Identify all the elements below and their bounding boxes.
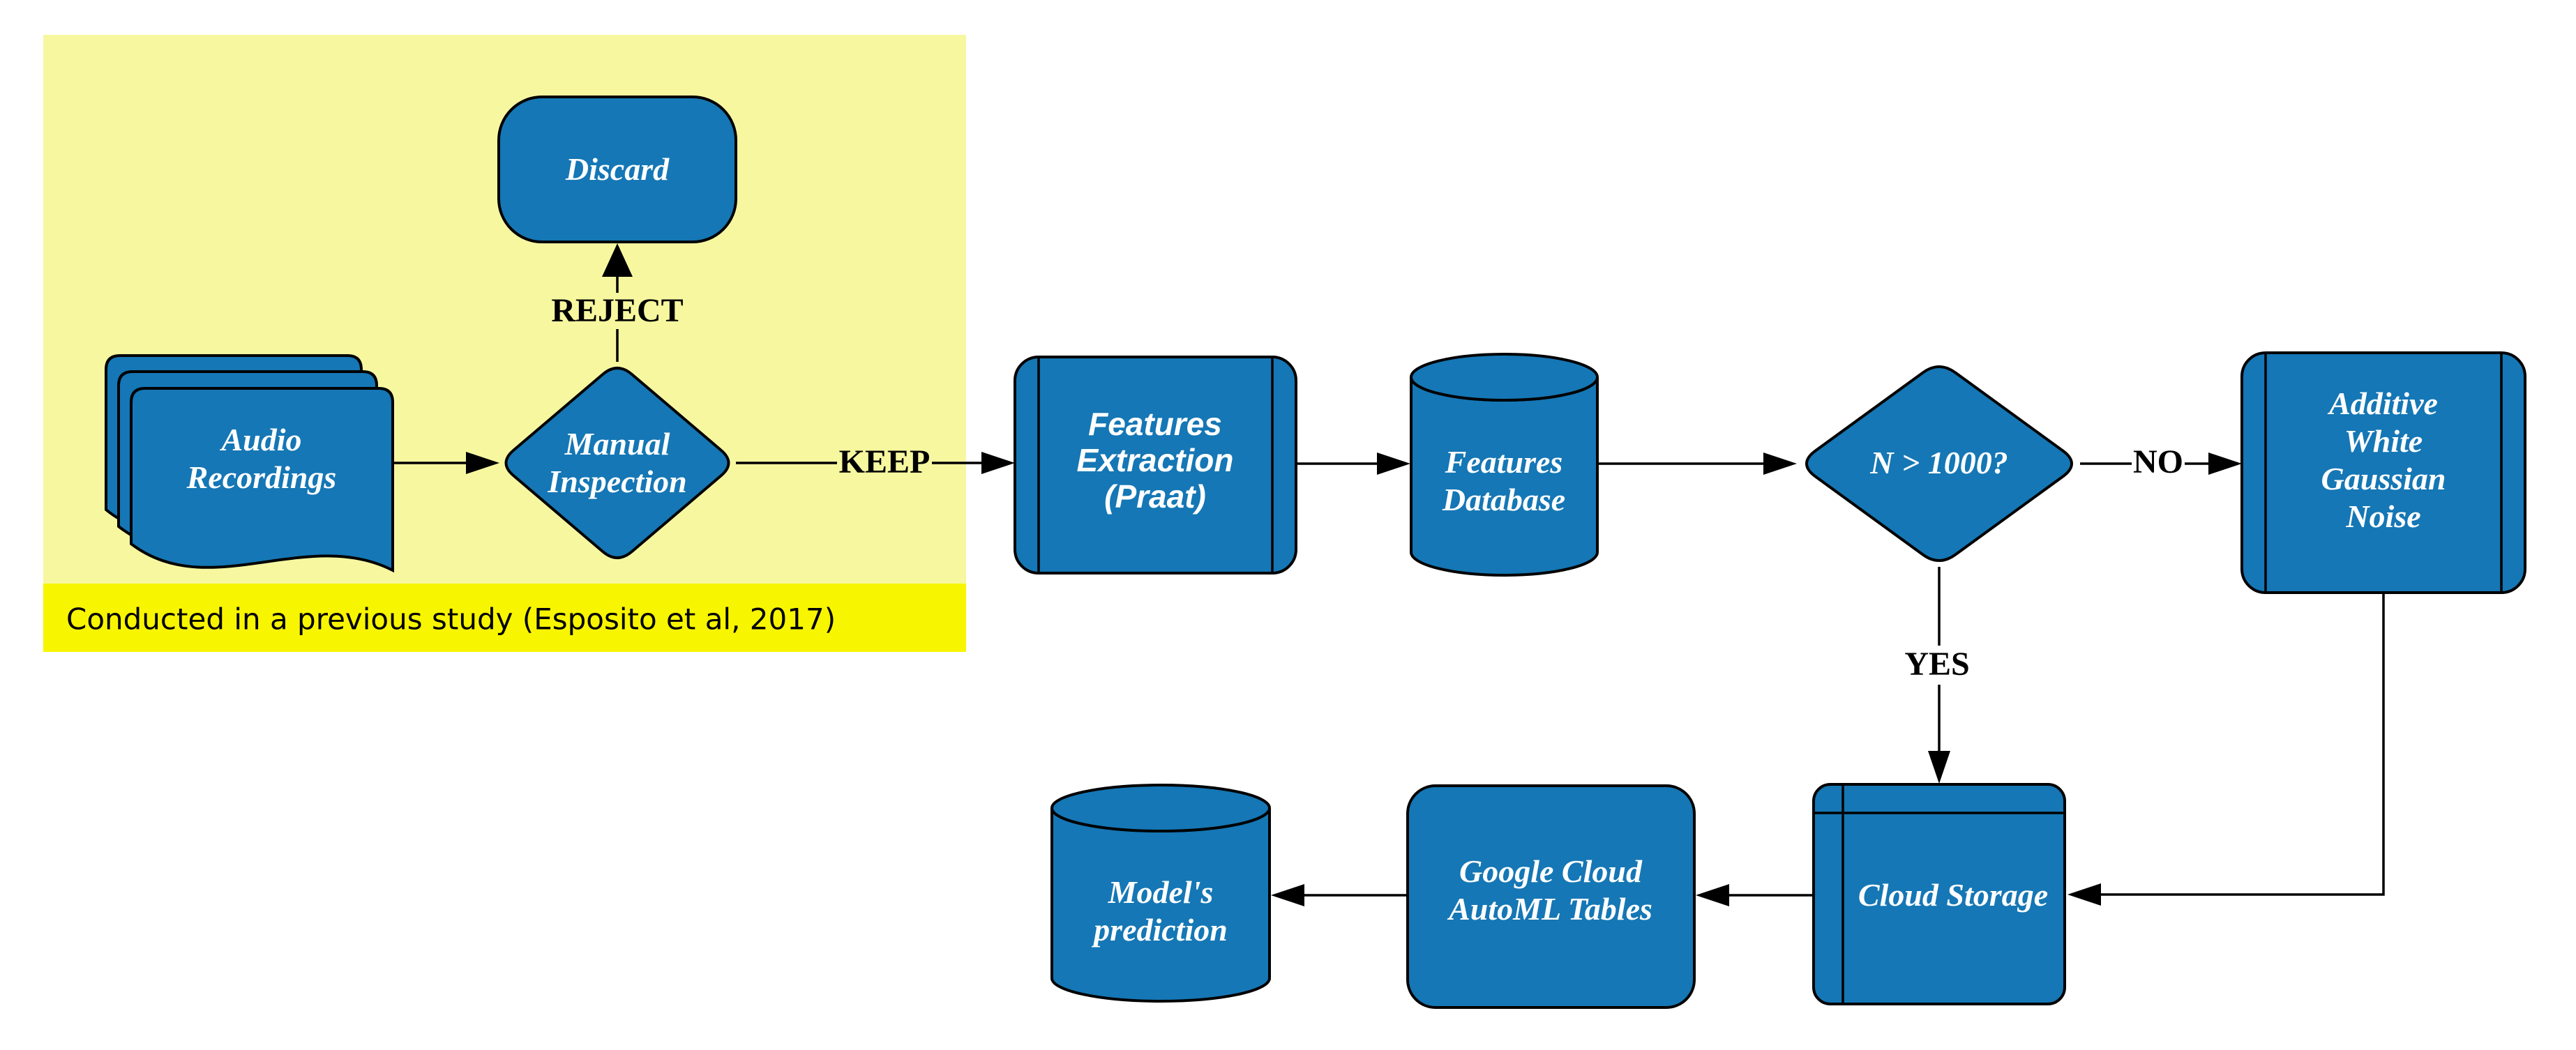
arrowhead-right-icon bbox=[466, 452, 499, 474]
caption-strip bbox=[43, 584, 966, 652]
node-automl bbox=[1406, 784, 1696, 1009]
arrowhead-right-icon bbox=[1377, 452, 1410, 475]
arrowhead-right-icon bbox=[2208, 452, 2242, 475]
caption-text: Conducted in a previous study (Esposito … bbox=[66, 602, 836, 637]
cylinder-body-icon bbox=[1050, 807, 1271, 1003]
node-features-extraction bbox=[1014, 356, 1297, 575]
edge-awgn-to-cloud bbox=[2101, 593, 2385, 896]
node-n-gt-1000 bbox=[1805, 365, 2073, 562]
cylinder-body-icon bbox=[1410, 376, 1599, 577]
arrowhead-left-icon bbox=[1696, 884, 1729, 906]
arrowhead-left-icon bbox=[1271, 884, 1304, 906]
features-extraction-box bbox=[1014, 356, 1297, 575]
document-front-icon bbox=[130, 387, 394, 573]
node-audio-recordings bbox=[105, 354, 394, 573]
node-cloud-storage bbox=[1812, 783, 2066, 1005]
cylinder-top-icon bbox=[1410, 353, 1599, 402]
node-manual-inspection bbox=[504, 367, 730, 559]
arrowhead-right-icon bbox=[1763, 452, 1797, 475]
node-features-database bbox=[1410, 353, 1599, 577]
node-discard bbox=[497, 96, 737, 243]
cloud-storage-box bbox=[1812, 783, 2066, 1005]
arrowhead-right-icon bbox=[981, 452, 1015, 474]
cylinder-top-icon bbox=[1050, 784, 1271, 832]
node-awgn bbox=[2240, 351, 2526, 594]
arrowhead-left-icon bbox=[2067, 883, 2101, 906]
arrowhead-up-icon bbox=[602, 243, 633, 277]
awgn-box bbox=[2240, 351, 2526, 594]
arrowhead-down-icon bbox=[1928, 751, 1950, 784]
node-models-prediction bbox=[1050, 784, 1271, 1003]
